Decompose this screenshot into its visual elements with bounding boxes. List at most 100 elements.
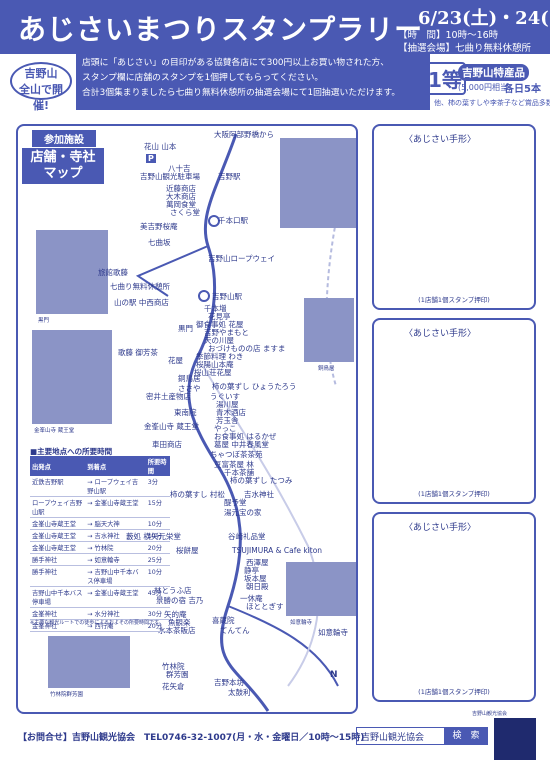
search-button[interactable]: 検 索 <box>444 727 488 745</box>
map-label: 柿の葉すし 村松 <box>170 490 225 499</box>
map-label: 柿の葉ずし ひょうたろう <box>212 382 297 391</box>
map-label: 桜山荘花屋 <box>194 368 232 377</box>
table-cell: ロープウェイ吉野山駅 <box>30 496 86 518</box>
table-cell: 10分 <box>145 517 170 530</box>
map-label: 湯川屋 <box>216 400 239 409</box>
stamp-title-3: 〈あじさい手形〉 <box>404 523 477 533</box>
table-cell: 金峯神社 <box>30 607 86 620</box>
map-label: 近藤商店 <box>166 184 196 193</box>
table-cell: → 水分神社 <box>85 607 146 620</box>
photo-zaodo <box>32 330 112 424</box>
table-cell: 20分 <box>145 619 170 632</box>
stamp-title-1: 〈あじさい手形〉 <box>404 135 477 145</box>
prize-note: 他、柿の葉すしや李茶子など賞品多数! <box>434 99 550 107</box>
map-label: 桜陽山本庵 <box>196 360 234 369</box>
map-label: 吉野山観光駐車場 <box>140 172 200 181</box>
prize-rank: 1等 <box>424 62 466 95</box>
north-icon: N <box>330 670 338 680</box>
table-cell: 金峯神社 <box>30 619 86 632</box>
map-label: 車田商店 <box>152 440 182 449</box>
caption-kuromon: 黒門 <box>38 318 50 324</box>
map-label: 旅館歌藤 <box>98 268 128 277</box>
map-label: 吉野やまもと <box>204 328 249 337</box>
caption-torii: 銅鳥居 <box>318 366 335 372</box>
hill-road <box>202 365 320 687</box>
stamp-box-1[interactable]: 〈あじさい手形〉 (1店舗1個スタンプ押印) <box>372 124 536 310</box>
stamp-box-3[interactable]: 〈あじさい手形〉 (1店舗1個スタンプ押印) <box>372 512 536 702</box>
table-cell: → 吉水神社 <box>85 529 146 542</box>
map-label: 喜蔵院 <box>212 616 235 625</box>
map-label: 吉野本坊 <box>214 678 244 687</box>
map-label: 吉野山ロープウェイ <box>208 254 276 263</box>
table-cell: 勝手神社 <box>30 565 86 587</box>
map-label: 葛屋 中井春風堂 <box>214 440 269 449</box>
map-label: 花見亭 <box>208 312 231 321</box>
map-label: 景勝の宿 吉乃 <box>156 596 204 605</box>
table-cell: 30分 <box>145 607 170 620</box>
table-cell: → 脳天大神 <box>85 517 146 530</box>
map-label: 谷崎礼品堂 <box>228 532 266 541</box>
header-band <box>0 0 550 54</box>
credit-text: 吉野山観光協会 <box>472 711 508 717</box>
map-label: 水本茶販店 <box>158 626 196 635</box>
stamp-title-2: 〈あじさい手形〉 <box>404 329 477 339</box>
map-label: 一休庵 <box>240 594 263 603</box>
map-label: 天の川屋 <box>204 336 234 345</box>
map-label: 密井土産物店 <box>146 392 191 401</box>
map-label: TSUJIMURA & Cafe kiton <box>232 546 323 555</box>
table-cell: → 竹林院 <box>85 541 146 554</box>
side-route <box>227 605 339 687</box>
map-label: 西澤屋 <box>246 558 269 567</box>
stamp-footer-3: (1店舗1個スタンプ押印) <box>418 688 490 696</box>
table-cell: 45分 <box>145 586 170 608</box>
map-label: 柿の葉ずし たつみ <box>230 476 293 485</box>
map-label: てんてん <box>220 626 250 635</box>
table-cell: 25分 <box>145 553 170 566</box>
photo-nyoirinji <box>286 562 356 616</box>
map-label: 吉野駅 <box>218 172 241 181</box>
area-badge: 吉野山 全山で開催! <box>10 62 72 112</box>
table-cell: → 金峯山寺蔵王堂 <box>85 496 146 518</box>
map-label: 醍予堂 <box>224 498 247 507</box>
photo-hydrangea <box>280 138 356 228</box>
contact-info: 【お問合せ】吉野山観光協会 TEL0746-32-1007(月・水・金曜日／10… <box>18 733 365 743</box>
map-label: 桜餅屋 <box>176 546 199 555</box>
map-label: 群芳園 <box>166 670 189 679</box>
intro-text: 店頭に「あじさい」の目印がある協賛各店にて300円以上お買い物された方、 スタン… <box>82 56 422 101</box>
map-label: 大木商店 <box>166 192 196 201</box>
map-label: 豆富茶屋 林 <box>214 460 254 469</box>
map-label: 芳玉舎 <box>216 416 239 425</box>
map-label: 萬岡食堂 <box>166 200 196 209</box>
table-cell: 20分 <box>145 541 170 554</box>
map-label: うぐいす <box>210 392 240 401</box>
map-label: 魚観楽 <box>168 618 191 627</box>
map-label: 青木酒店 <box>216 408 246 417</box>
qr-code-icon[interactable] <box>494 718 536 760</box>
map-label: 七曲坂 <box>148 238 171 247</box>
caption-nyoirinji: 如意輪寺 <box>290 620 313 626</box>
event-date: 6/23(土)・24(日) <box>418 8 550 29</box>
photo-chikurinin <box>48 636 130 688</box>
map-label: 山の駅 中西商店 <box>114 298 169 307</box>
map-label: おづけものの店 ますま <box>208 344 286 353</box>
map-label: 花屋 <box>168 356 183 365</box>
stamp-box-2[interactable]: 〈あじさい手形〉 (1店舗1個スタンプ押印) <box>372 318 536 504</box>
prize-title: 吉野山特産品 <box>458 64 529 81</box>
table-cell: 吉野山中千本バス停車場 <box>30 586 86 608</box>
map-label: 東南院 <box>174 408 197 417</box>
intro-background <box>76 54 430 110</box>
table-cell: 近鉄吉野駅 <box>30 476 86 497</box>
map-label: お食事処 はるかぜ <box>214 432 277 441</box>
map-label: 坂本屋 <box>244 574 267 583</box>
station-marker-yoshinoyama <box>198 290 210 302</box>
prize-subtitle: (5,000円相当) <box>458 83 512 92</box>
